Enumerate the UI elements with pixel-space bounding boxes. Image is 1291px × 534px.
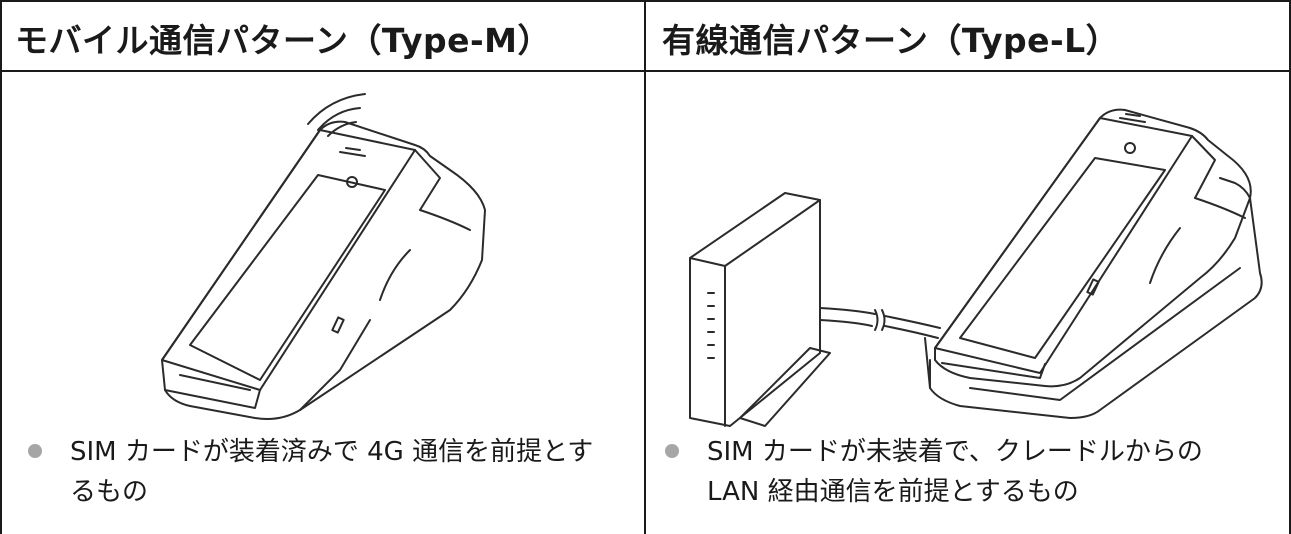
table-top-border — [0, 0, 1291, 2]
bullet-text-line-2: LAN 経由通信を前提とするもの — [707, 477, 1079, 507]
bullet-icon — [665, 444, 679, 458]
table-left-border — [0, 0, 2, 534]
bullet-text-line-2: るもの — [70, 477, 149, 507]
column-divider — [644, 0, 646, 534]
mobile-terminal-illustration — [161, 93, 486, 420]
wireless-signal-icon — [307, 93, 366, 137]
wired-terminal-illustration — [689, 108, 1263, 427]
lan-router-icon — [689, 192, 831, 427]
column-title-type-l: 有線通信パターン（Type-L） — [662, 21, 1120, 60]
bullet-text-line-1: SIM カードが装着済みで 4G 通信を前提とす — [70, 437, 594, 467]
bullet-icon — [28, 444, 42, 458]
column-title-type-m: モバイル通信パターン（Type-M） — [15, 21, 551, 60]
table-right-border — [1289, 0, 1291, 534]
lan-cable — [819, 307, 876, 315]
header-divider — [0, 70, 1291, 72]
bullet-text-line-1: SIM カードが未装着で、クレードルからの — [707, 437, 1203, 467]
